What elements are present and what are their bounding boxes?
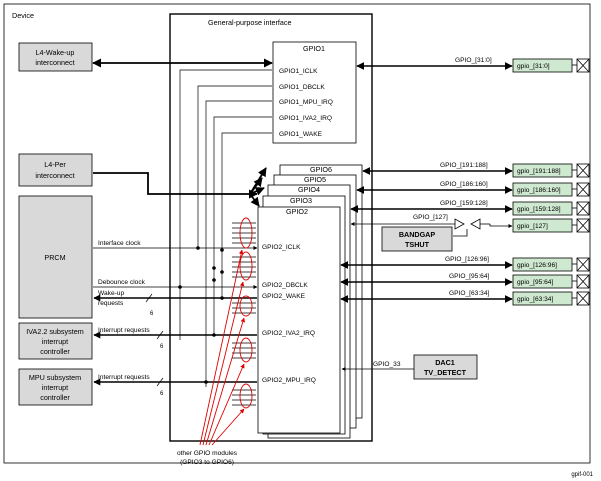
gpio1-signal-routing [179,69,272,387]
pin-63-34: gpio_[63:34] [517,296,553,303]
gpio1-port-iva2-irq: GPIO1_IVA2_IRQ [279,115,332,122]
pin-191-188: gpio_[191:188] [517,168,561,175]
right-bus-lines [340,62,513,303]
other-modules-annotation [199,217,253,446]
gpio6-title: GPIO6 [310,165,332,174]
l4-wakeup-line2: interconnect [35,58,74,67]
bandgap-block: BANDGAP TSHUT [381,226,453,252]
gpio2-port-iva2-irq: GPIO2_IVA2_IRQ [262,330,315,337]
dac-line1: DAC1 [435,358,455,367]
junction-dots [178,246,224,384]
gpio4-title: GPIO4 [298,185,320,194]
prcm-label: PRCM [44,253,65,262]
mpu-line2: interrupt [42,383,68,392]
bandgap-line1: BANDGAP [399,230,436,239]
figure-id: gpif-001 [571,472,593,478]
gpio3-title: GPIO3 [290,196,312,205]
bus-label-159-128: GPIO_[159:128] [440,200,488,207]
pin-31-0: gpio_[31:0] [517,63,550,70]
wakeup-requests-label-2: requests [98,300,124,307]
iva-line2: interrupt [42,337,68,346]
bus-label-191-188: GPIO_[191:188] [440,162,488,169]
gpi-title: General-purpose interface [208,18,292,27]
prcm-block: PRCM [18,195,93,319]
gpio2-port-iclk: GPIO2_ICLK [262,244,301,251]
gpio2-port-mpu-irq: GPIO2_MPU_IRQ [262,377,316,384]
l4-per-line1: L4-Per [44,160,66,169]
gpio2-port-dbclk: GPIO2_DBCLK [262,282,308,289]
pin-95-64: gpio_[95:64] [517,279,553,286]
bus-label-31-0: GPIO_[31:0] [455,57,492,64]
iva-bus-width: 6 [160,344,164,350]
l4-wakeup-line1: L4-Wake-up [36,48,75,57]
l4-per-line2: interconnect [35,171,74,180]
gpio2-block [257,206,341,434]
pin-127: gpio_[127] [517,223,548,230]
gpio5-title: GPIO5 [304,175,326,184]
device-label: Device [12,11,34,20]
gpio127-line [350,218,513,237]
iva-line1: IVA2.2 subsystem [26,327,83,336]
gpio1-title: GPIO1 [303,44,325,53]
interface-clock-label: Interface clock [98,240,141,247]
pad-icons [576,58,590,306]
bus-label-126-96: GPIO_[126:96] [445,256,489,263]
bus-label-63-34: GPIO_[63:34] [449,290,489,297]
mpu-line1: MPU subsystem [29,373,81,382]
bus-label-127: GPIO_[127] [413,214,448,221]
pin-to-pad-links [572,64,577,299]
gpio33-label: GPIO_33 [373,361,401,368]
debounce-clock-label: Debounce clock [98,279,146,286]
l4-per-bus [93,167,267,207]
iva-line3: controller [40,347,70,356]
dac-line2: TV_DETECT [424,368,467,377]
wakeup-bus-width: 6 [150,311,154,317]
mpu-line3: controller [40,393,70,402]
mpu-irq-label: Interrupt requests [98,374,150,381]
dac-block: DAC1 TV_DETECT [413,354,478,380]
gpio1-block: GPIO1 GPIO1_ICLK GPIO1_DBCLK GPIO1_MPU_I… [272,41,357,144]
pin-126-96: gpio_[126:96] [517,262,557,269]
gpio1-port-mpu-irq: GPIO1_MPU_IRQ [279,99,333,106]
other-modules-line2: (GPIO3 to GPIO6) [180,459,234,466]
gpio2-title: GPIO2 [286,207,308,216]
other-modules-line1: other GPIO modules [177,450,238,457]
gpio1-port-iclk: GPIO1_ICLK [279,68,318,75]
iva-irq-label: Interrupt requests [98,327,150,334]
wakeup-requests-label-1: Wake-up [98,290,124,297]
gpio2-port-wake: GPIO2_WAKE [262,293,306,300]
l4-per-block: L4-Per interconnect [18,153,93,187]
pin-159-128: gpio_[159:128] [517,206,561,213]
pin-boxes [512,58,573,306]
gpio-stack [257,164,363,439]
gpio1-port-wake: GPIO1_WAKE [279,131,323,138]
l4-wakeup-block: L4-Wake-up interconnect [18,42,93,72]
gpio1-port-dbclk: GPIO1_DBCLK [279,84,325,91]
device-boundary [3,3,591,464]
iva-controller-block: IVA2.2 subsystem interrupt controller [18,322,93,360]
bus-label-95-64: GPIO_[95:64] [449,273,489,280]
pin-186-160: gpio_[186:160] [517,187,561,194]
gpi-boundary [169,13,373,442]
bus-label-186-160: GPIO_[186:160] [440,181,488,188]
fanin-groups [232,222,256,406]
bandgap-line2: TSHUT [405,240,430,249]
mpu-bus-width: 6 [160,391,164,397]
mpu-controller-block: MPU subsystem interrupt controller [18,368,93,406]
